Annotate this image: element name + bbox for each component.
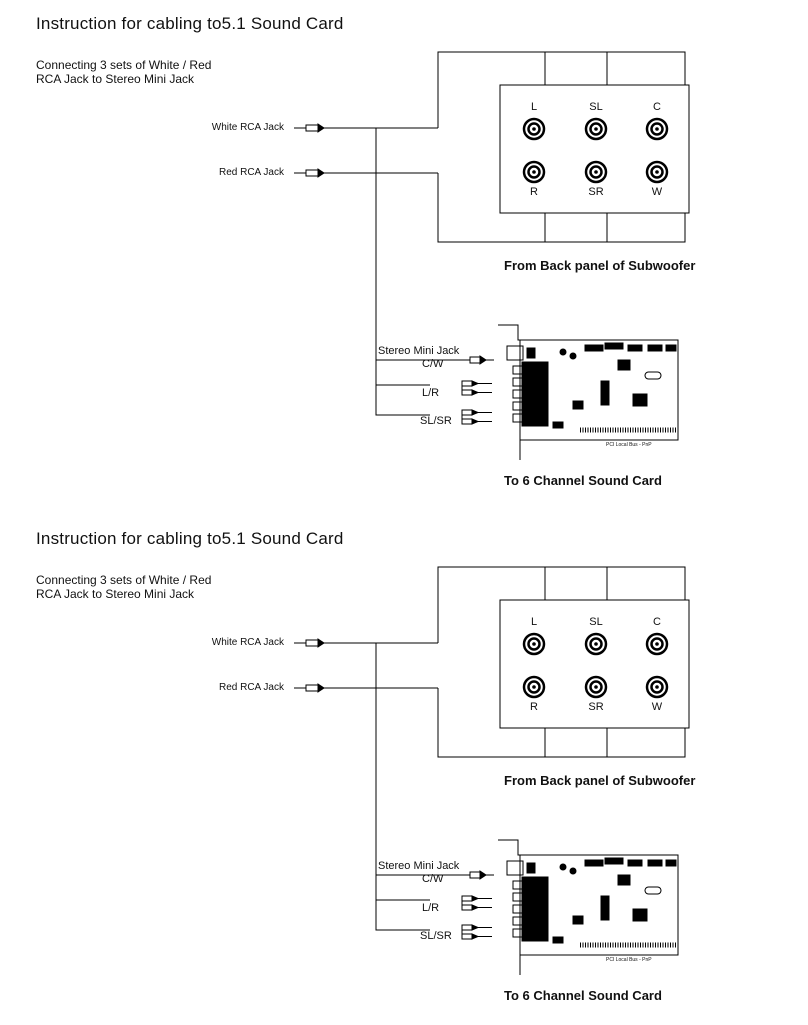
cw-label: C/W <box>422 358 444 370</box>
subwoofer-panel-caption: From Back panel of Subwoofer <box>504 258 696 273</box>
rca-port-r-icon <box>522 675 546 699</box>
port-label-c: C <box>653 616 661 628</box>
rca-port-r-icon <box>522 160 546 184</box>
port-label-sr: SR <box>588 186 604 198</box>
rca-port-sr-icon <box>584 675 608 699</box>
sound-card-illustration <box>498 324 679 460</box>
rca-port-l-icon <box>522 117 546 141</box>
cabling-section-1: Instruction for cabling to5.1 Sound Card… <box>0 0 808 510</box>
section-title: Instruction for cabling to5.1 Sound Card <box>36 529 344 548</box>
port-label-w: W <box>651 186 663 198</box>
rca-port-sl-icon <box>584 117 608 141</box>
rca-port-c-icon <box>645 117 669 141</box>
rca-port-sr-icon <box>584 160 608 184</box>
subwoofer-back-panel <box>499 84 690 214</box>
port-label-r: R <box>530 701 538 713</box>
lr-label: L/R <box>422 902 440 914</box>
audio-jack-block <box>521 361 549 427</box>
red-rca-jack-label: Red RCA Jack <box>218 167 284 178</box>
subtitle-line-1: Connecting 3 sets of White / Red <box>36 58 212 72</box>
main-trunk-cable <box>375 643 430 931</box>
lr-label: L/R <box>422 387 440 399</box>
lr-rca-plugs-icon <box>461 380 492 396</box>
slsr-label: SL/SR <box>420 930 452 942</box>
audio-jack-block <box>521 876 549 942</box>
port-label-c: C <box>653 101 661 113</box>
port-label-l: L <box>530 616 538 628</box>
subtitle-line-2: RCA Jack to Stereo Mini Jack <box>36 587 195 601</box>
stereo-mini-jack-plug-icon <box>469 870 494 880</box>
rca-port-c-icon <box>645 632 669 656</box>
rca-port-l-icon <box>522 632 546 656</box>
subtitle-line-2: RCA Jack to Stereo Mini Jack <box>36 72 195 86</box>
red-rca-jack-label: Red RCA Jack <box>218 682 284 693</box>
section-subtitle: Connecting 3 sets of White / Red RCA Jac… <box>36 58 296 86</box>
subwoofer-panel-caption: From Back panel of Subwoofer <box>504 773 696 788</box>
port-label-sl: SL <box>589 616 603 628</box>
subtitle-line-1: Connecting 3 sets of White / Red <box>36 573 212 587</box>
sound-card-caption: To 6 Channel Sound Card <box>504 473 662 488</box>
rca-port-w-icon <box>645 160 669 184</box>
white-rca-plug-icon <box>294 638 332 648</box>
wiring-diagram <box>294 566 690 975</box>
slsr-rca-plugs-icon <box>461 924 492 940</box>
white-rca-jack-label: White RCA Jack <box>211 637 284 648</box>
port-label-sl: SL <box>589 101 603 113</box>
card-bus-text: PCI Local Bus - PnP <box>606 957 652 963</box>
port-label-l: L <box>530 101 538 113</box>
slsr-rca-plugs-icon <box>461 409 492 425</box>
wiring-diagram <box>294 51 690 460</box>
sound-card-illustration <box>498 839 679 975</box>
subwoofer-back-panel <box>499 599 690 729</box>
stereo-mini-jack-plug-icon <box>469 355 494 365</box>
section-title: Instruction for cabling to5.1 Sound Card <box>36 14 344 33</box>
main-trunk-cable <box>375 128 430 416</box>
slsr-label: SL/SR <box>420 415 452 427</box>
sound-card-caption: To 6 Channel Sound Card <box>504 988 662 1003</box>
card-bus-text: PCI Local Bus - PnP <box>606 442 652 448</box>
rca-port-sl-icon <box>584 632 608 656</box>
cabling-section-2: Instruction for cabling to5.1 Sound Card… <box>0 515 808 1025</box>
red-rca-plug-icon <box>294 168 332 178</box>
section-subtitle: Connecting 3 sets of White / Red RCA Jac… <box>36 573 296 601</box>
white-rca-jack-label: White RCA Jack <box>211 122 284 133</box>
stereo-mini-jack-label: Stereo Mini Jack <box>378 345 460 357</box>
port-label-w: W <box>651 701 663 713</box>
white-rca-plug-icon <box>294 123 332 133</box>
port-label-r: R <box>530 186 538 198</box>
lr-rca-plugs-icon <box>461 895 492 911</box>
cw-label: C/W <box>422 873 444 885</box>
red-rca-plug-icon <box>294 683 332 693</box>
rca-port-w-icon <box>645 675 669 699</box>
port-label-sr: SR <box>588 701 604 713</box>
stereo-mini-jack-label: Stereo Mini Jack <box>378 860 460 872</box>
